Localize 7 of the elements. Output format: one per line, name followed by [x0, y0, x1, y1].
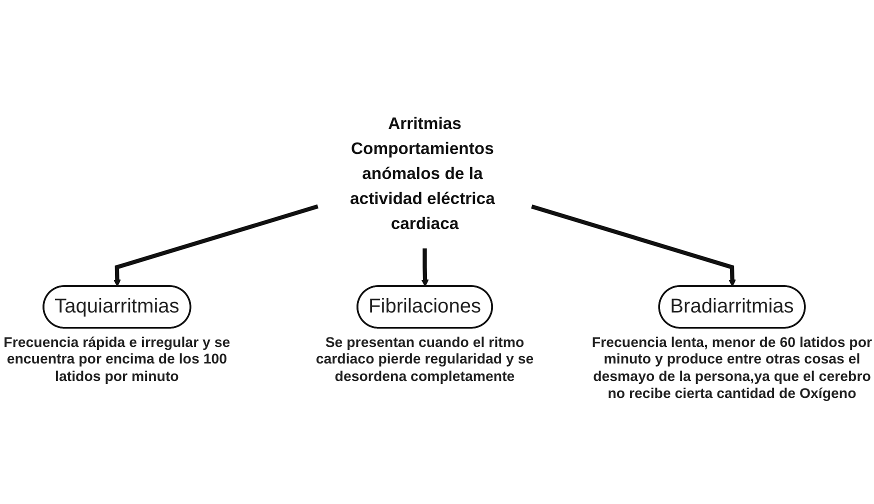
- description-text: Frecuencia lenta, menor de 60 latidos por minuto y produce entre otras cosas el desmayo de la persona,ya que el cerebro no recibe cierta cantidad de Oxígeno: [590, 334, 874, 403]
- description-text: Se presentan cuando el ritmo cardiaco pierde regularidad y se desordena completamente: [314, 334, 535, 386]
- arrow: [421, 248, 429, 287]
- arrow: [531, 204, 736, 287]
- description-text: Frecuencia rápida e irregular y se encuentra por encima de los 100 latidos por minuto: [2, 334, 232, 386]
- node-text: Arritmias Comportamientos anómalos de la actividad eléctrica cardiaca: [350, 114, 495, 234]
- arrow: [114, 204, 318, 287]
